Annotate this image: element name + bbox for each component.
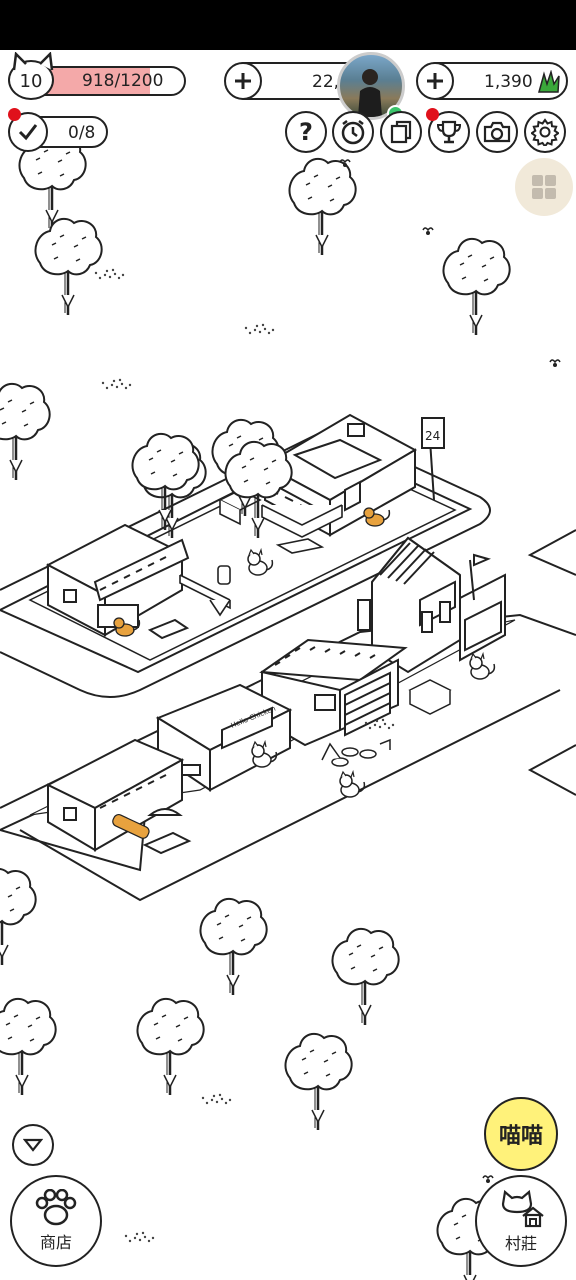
camera-icon	[483, 121, 511, 143]
shop-building-bottom-left[interactable]	[45, 738, 192, 855]
add-grass-button[interactable]	[416, 62, 454, 100]
cat-level-icon	[12, 52, 54, 71]
level-badge[interactable]: 10	[8, 52, 54, 100]
player-avatar[interactable]	[337, 52, 405, 120]
grass-currency-value: 1,390	[484, 72, 533, 92]
orange-cat-lounging[interactable]	[111, 813, 151, 840]
camera-button[interactable]	[476, 111, 518, 153]
village-label: 村莊	[504, 1234, 537, 1253]
village-map[interactable]: 24	[0, 50, 576, 1280]
paw-icon	[35, 1189, 77, 1226]
shop-button[interactable]: 商店	[10, 1175, 102, 1267]
level-number: 10	[19, 70, 43, 92]
plaza-props	[179, 489, 343, 617]
avatar-person-icon	[358, 69, 382, 117]
grid-menu-icon	[532, 175, 556, 199]
trophy-notification-dot	[426, 108, 439, 121]
sidewalk-props	[321, 679, 452, 767]
cat-house-icon	[501, 1189, 544, 1228]
garage-building[interactable]	[259, 599, 408, 747]
help-button[interactable]: ?	[285, 111, 327, 153]
grid-menu-button[interactable]	[515, 158, 573, 216]
plus-icon	[235, 73, 251, 89]
meow-label: 喵喵	[498, 1124, 543, 1149]
timer-button[interactable]	[332, 111, 374, 153]
village-button[interactable]: 村莊	[475, 1175, 567, 1267]
coins-value: 22,	[312, 72, 340, 92]
xp-text: 918/1200	[82, 71, 164, 91]
plus-icon	[427, 73, 443, 89]
convenience-store-building[interactable]	[262, 413, 445, 537]
store-24-sign: 24	[425, 429, 440, 443]
question-icon: ?	[299, 118, 313, 146]
timer-icon	[341, 120, 365, 145]
shop-label: 商店	[39, 1233, 72, 1252]
tasks-value: 0/8	[68, 123, 96, 143]
trophy-button[interactable]	[428, 111, 470, 153]
cafe-building[interactable]	[155, 683, 293, 792]
settings-button[interactable]	[524, 111, 566, 153]
grass-currency-icon	[538, 70, 560, 93]
cards-icon	[390, 120, 412, 144]
status-bar	[0, 0, 576, 50]
collapse-arrow-icon	[23, 1138, 43, 1152]
tasks-button[interactable]	[8, 112, 48, 152]
meow-button[interactable]: 喵喵	[484, 1097, 558, 1171]
collapse-button[interactable]	[12, 1124, 54, 1166]
trophy-icon	[436, 120, 462, 144]
add-coins-button[interactable]	[224, 62, 262, 100]
shop-building-left[interactable]	[45, 523, 190, 640]
xp-bar-fill	[42, 68, 150, 94]
tasks-notification-dot	[8, 108, 21, 121]
checkmark-icon	[18, 124, 38, 141]
gear-icon	[531, 118, 559, 146]
townhouse-building[interactable]	[371, 536, 506, 674]
collection-button[interactable]	[380, 111, 422, 153]
